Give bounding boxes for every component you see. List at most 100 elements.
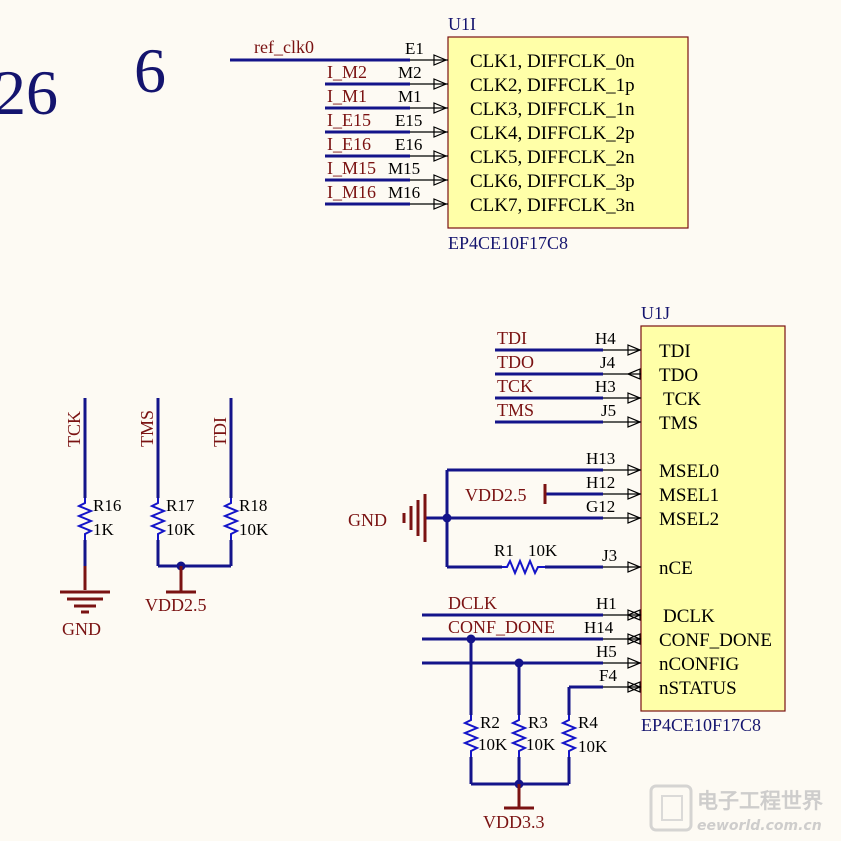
- net-label-tdo: TDO: [497, 352, 534, 372]
- r3-value: 10K: [526, 735, 556, 754]
- u1j-pin-number: H3: [595, 377, 616, 396]
- u1j-body: [640, 325, 786, 712]
- u1j-pin-function: MSEL1: [659, 485, 719, 506]
- input-pin-arrow: [433, 150, 448, 162]
- bidir-pin-arrow: [626, 633, 641, 645]
- r1-resistor-symbol: [502, 558, 545, 576]
- output-pin-arrow: [626, 368, 641, 380]
- u1j-component[interactable]: U1J EP4CE10F17C8 TDI H4 TDI TDO J4 TDO T…: [348, 303, 786, 832]
- input-pin-arrow: [627, 392, 642, 404]
- u1i-pin-function: CLK4, DIFFCLK_2p: [470, 123, 635, 144]
- r4-value: 10K: [578, 737, 608, 756]
- u1j-pin-number: H12: [586, 473, 615, 492]
- net-label-i-m15: I_M15: [327, 158, 376, 178]
- input-pin-arrow: [627, 561, 642, 573]
- stray-number-left: 26: [0, 57, 58, 128]
- u1i-body: [447, 36, 689, 229]
- r17-value: 10K: [166, 520, 196, 539]
- input-pin-arrow: [433, 174, 448, 186]
- input-pin-arrow: [627, 416, 642, 428]
- u1i-pin-function: CLK6, DIFFCLK_3p: [470, 171, 635, 192]
- u1i-pin-number: E16: [395, 135, 422, 154]
- junction-dot: [442, 513, 452, 523]
- net-label-i-m2: I_M2: [327, 62, 367, 82]
- net-label-i-e16: I_E16: [327, 134, 371, 154]
- input-pin-arrow: [433, 78, 448, 90]
- u1i-pin-function: CLK3, DIFFCLK_1n: [470, 99, 635, 120]
- input-pin-arrow: [627, 488, 642, 500]
- vdd25-label-left: VDD2.5: [145, 595, 207, 615]
- watermark-en: eeworld.com.cn: [697, 818, 822, 834]
- ground-icon: [402, 494, 427, 542]
- u1i-pin-number: E15: [395, 111, 422, 130]
- r18-resistor-symbol: [222, 498, 240, 540]
- u1j-pin-function: CONF_DONE: [659, 630, 772, 651]
- r2-ref: R2: [480, 713, 500, 732]
- u1j-pin-function: TMS: [659, 413, 698, 434]
- r2-value: 10K: [478, 735, 508, 754]
- r16-resistor-symbol: [76, 498, 94, 540]
- u1j-pin-number: J5: [601, 401, 616, 420]
- r1-ref: R1: [494, 541, 514, 560]
- u1j-pin-function: nCONFIG: [659, 654, 740, 675]
- net-label-tms: TMS: [497, 400, 534, 420]
- u1i-pin-function: CLK1, DIFFCLK_0n: [470, 51, 635, 72]
- watermark-cn: 电子工程世界: [697, 789, 823, 813]
- input-pin-arrow: [627, 344, 642, 356]
- u1j-pin-number: H4: [595, 329, 616, 348]
- u1i-part-number: EP4CE10F17C8: [448, 233, 568, 253]
- u1j-pin-number: J4: [600, 353, 616, 372]
- stray-number-right: 6: [134, 35, 166, 106]
- u1j-pin-function: nSTATUS: [659, 678, 737, 699]
- u1j-pin-function: MSEL2: [659, 509, 719, 530]
- r18-value: 10K: [239, 520, 269, 539]
- bidir-pin-arrow: [626, 609, 641, 621]
- u1j-pin-number: J3: [602, 546, 617, 565]
- u1j-pin-number: F4: [599, 666, 617, 685]
- u1j-pin-function: TDI: [659, 341, 691, 362]
- u1j-pin-number: H13: [586, 449, 615, 468]
- net-label-ref-clk0: ref_clk0: [254, 37, 314, 57]
- net-label-i-e15: I_E15: [327, 110, 371, 130]
- input-pin-arrow: [433, 126, 448, 138]
- bidir-pin-arrow: [626, 681, 641, 693]
- u1j-pin-number: H5: [596, 642, 617, 661]
- input-pin-arrow: [433, 198, 448, 210]
- net-label-i-m1: I_M1: [327, 86, 367, 106]
- u1i-pin-number: E1: [405, 39, 424, 58]
- ground-icon: [60, 590, 110, 614]
- r3-ref: R3: [528, 713, 548, 732]
- u1j-pin-number: H1: [596, 594, 617, 613]
- u1j-pin-function: nCE: [659, 558, 693, 579]
- gnd-label-mid: GND: [348, 510, 387, 530]
- input-pin-arrow: [433, 54, 448, 66]
- vdd25-label-mid: VDD2.5: [465, 485, 527, 505]
- u1i-component[interactable]: U1I EP4CE10F17C8 ref_clk0 E1 CLK1, DIFFC…: [230, 14, 689, 253]
- net-label-conf-done: CONF_DONE: [448, 617, 555, 637]
- u1i-pin-function: CLK2, DIFFCLK_1p: [470, 75, 635, 96]
- u1i-designator: U1I: [448, 14, 476, 34]
- jtag-pull-network[interactable]: TCK R16 1K GND TMS R17 10K TDI R18 10K: [60, 398, 269, 639]
- r4-resistor-symbol: [560, 715, 578, 757]
- u1i-pin-number: M2: [398, 63, 422, 82]
- vdd33-label: VDD3.3: [483, 812, 545, 832]
- r17-resistor-symbol: [149, 498, 167, 540]
- input-pin-arrow: [627, 464, 642, 476]
- u1j-pin-number: G12: [586, 497, 615, 516]
- net-label-tck: TCK: [497, 376, 533, 396]
- u1i-pin-function: CLK7, DIFFCLK_3n: [470, 195, 635, 216]
- input-pin-arrow: [627, 512, 642, 524]
- eeworld-watermark-logo: 电子工程世界 eeworld.com.cn: [649, 784, 823, 834]
- r16-value: 1K: [93, 520, 115, 539]
- r17-ref: R17: [166, 496, 195, 515]
- u1j-pin-number: H14: [584, 618, 614, 637]
- u1i-pin-number: M16: [388, 183, 420, 202]
- net-label-tdi-vertical: TDI: [210, 417, 230, 447]
- r3-resistor-symbol: [510, 715, 528, 757]
- r1-value: 10K: [528, 541, 558, 560]
- net-label-dclk: DCLK: [448, 593, 497, 613]
- gnd-label-left: GND: [62, 619, 101, 639]
- net-label-tms-vertical: TMS: [137, 410, 157, 447]
- u1j-part-number: EP4CE10F17C8: [641, 715, 761, 735]
